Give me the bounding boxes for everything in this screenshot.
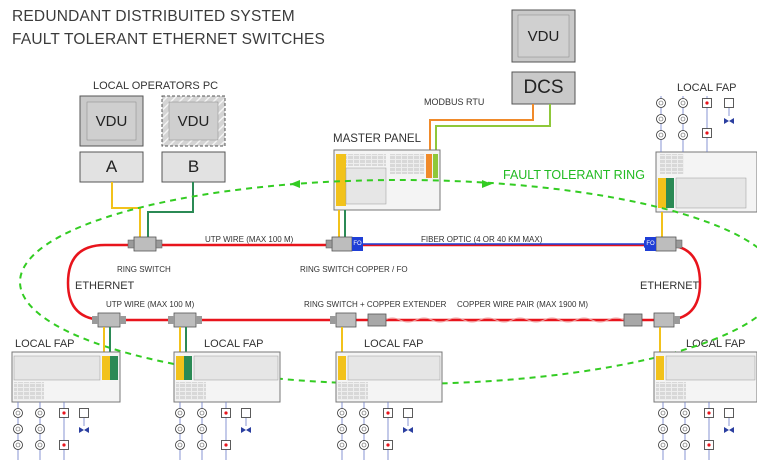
smoke-detector-icon xyxy=(678,130,688,140)
fap-bottom-1-label: LOCAL FAP xyxy=(15,338,75,350)
field-devices xyxy=(13,96,734,460)
fap-top-right xyxy=(655,151,757,213)
dcs-vdu-label: VDU xyxy=(527,27,560,45)
vdu-b xyxy=(161,95,226,147)
pc-b-label: B xyxy=(187,157,200,176)
smoke-detector-icon xyxy=(658,408,668,418)
vdu-b-label: VDU xyxy=(177,112,210,130)
sounder-icon xyxy=(724,98,734,108)
modbus-link-orange xyxy=(429,104,534,175)
pc-a xyxy=(79,151,144,183)
smoke-detector-icon xyxy=(35,440,45,450)
ring-switch-1 xyxy=(127,236,163,252)
ring-switch-extender-label: RING SWITCH + COPPER EXTENDER xyxy=(304,300,447,309)
copper-pair-label: COPPER WIRE PAIR (MAX 1900 M) xyxy=(457,300,588,309)
smoke-detector-icon xyxy=(359,424,369,434)
ethernet-left-label: ETHERNET xyxy=(75,280,135,292)
smoke-detector-icon xyxy=(656,98,666,108)
ethernet-right-label: ETHERNET xyxy=(640,280,700,292)
fap-bottom-1 xyxy=(11,351,121,403)
pc-b-link xyxy=(147,182,194,238)
ring-switch-extender-2 xyxy=(623,312,680,328)
fo-tag-2: FO xyxy=(646,241,655,247)
valve-icon xyxy=(724,118,729,124)
smoke-detector-icon xyxy=(658,424,668,434)
valve-icon xyxy=(79,427,84,433)
fap-bottom-3-label: LOCAL FAP xyxy=(364,338,424,350)
dcs-vdu xyxy=(511,9,576,63)
smoke-detector-icon xyxy=(175,440,185,450)
smoke-detector-icon xyxy=(359,408,369,418)
master-panel-label: MASTER PANEL xyxy=(333,133,421,145)
smoke-detector-icon xyxy=(658,440,668,450)
smoke-detector-icon xyxy=(678,98,688,108)
smoke-detector-icon xyxy=(13,424,23,434)
vdu-a-label: VDU xyxy=(95,112,128,130)
ring-switch-2 xyxy=(92,312,126,328)
utp-top-label: UTP WIRE (MAX 100 M) xyxy=(205,235,294,244)
valve-icon xyxy=(241,427,246,433)
smoke-detector-icon xyxy=(13,408,23,418)
operators-label: LOCAL OPERATORS PC xyxy=(93,80,219,92)
smoke-detector-icon xyxy=(656,114,666,124)
fap-bottom-4 xyxy=(653,351,757,403)
pc-a-link xyxy=(111,182,141,238)
valve-icon xyxy=(403,427,408,433)
fault-tolerant-ring-label: FAULT TOLERANT RING xyxy=(503,168,645,182)
ring-switch-fo-2 xyxy=(645,236,683,252)
valve-icon xyxy=(724,427,729,433)
fap-bottom-2 xyxy=(173,351,281,403)
smoke-detector-icon xyxy=(680,440,690,450)
fault-ring-arrow-right xyxy=(482,180,492,188)
smoke-detector-icon xyxy=(175,424,185,434)
utp-bottom-label: UTP WIRE (MAX 100 M) xyxy=(106,300,195,309)
dcs-label: DCS xyxy=(523,77,564,98)
diagram-title-line1: REDUNDANT DISTRIBUITED SYSTEM xyxy=(12,8,295,25)
smoke-detector-icon xyxy=(678,114,688,124)
fault-ring-arrow-left xyxy=(290,180,300,188)
vdu-a xyxy=(79,95,144,147)
smoke-detector-icon xyxy=(337,440,347,450)
smoke-detector-icon xyxy=(35,408,45,418)
fap-top-right-label: LOCAL FAP xyxy=(677,82,737,94)
smoke-detector-icon xyxy=(359,440,369,450)
fap-bottom-4-label: LOCAL FAP xyxy=(686,338,746,350)
fap-bottom-3 xyxy=(335,351,443,403)
fap-bottom-2-label: LOCAL FAP xyxy=(204,338,264,350)
smoke-detector-icon xyxy=(337,408,347,418)
ethernet-ring xyxy=(66,243,702,322)
ring-switch-fo-1 xyxy=(325,236,363,252)
pc-a-label: A xyxy=(105,157,118,176)
fo-tag-1: FO xyxy=(353,241,362,247)
fiber-optic-label: FIBER OPTIC (4 OR 40 KM MAX) xyxy=(421,235,543,244)
pc-b xyxy=(161,151,226,183)
diagram-title-line2: FAULT TOLERANT ETHERNET SWITCHES xyxy=(12,31,326,48)
dcs-box xyxy=(511,71,576,105)
smoke-detector-icon xyxy=(337,424,347,434)
smoke-detector-icon xyxy=(197,408,207,418)
smoke-detector-icon xyxy=(197,440,207,450)
modbus-rtu-label: MODBUS RTU xyxy=(424,97,485,107)
smoke-detector-icon xyxy=(175,408,185,418)
ring-switch-label: RING SWITCH xyxy=(117,265,171,274)
sounder-icon xyxy=(724,408,734,418)
smoke-detector-icon xyxy=(197,424,207,434)
sounder-icon xyxy=(79,408,89,418)
smoke-detector-icon xyxy=(35,424,45,434)
copper-wire-pair xyxy=(384,317,625,323)
ring-switch-3 xyxy=(168,312,202,328)
smoke-detector-icon xyxy=(680,424,690,434)
smoke-detector-icon xyxy=(656,130,666,140)
smoke-detector-icon xyxy=(680,408,690,418)
sounder-icon xyxy=(403,408,413,418)
smoke-detector-icon xyxy=(13,440,23,450)
sounder-icon xyxy=(241,408,251,418)
ring-switch-extender-1 xyxy=(330,312,387,328)
ring-switch-fo-label: RING SWITCH COPPER / FO xyxy=(300,265,408,274)
